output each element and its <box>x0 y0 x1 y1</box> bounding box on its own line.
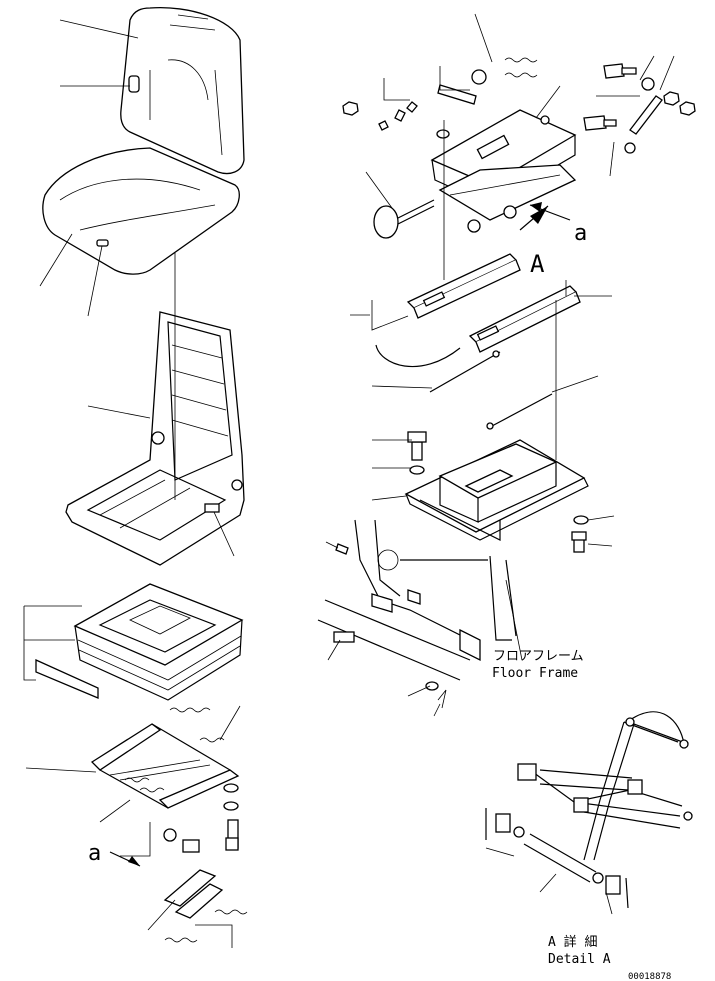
seat-slide-adjuster <box>430 109 577 233</box>
seat-cushion <box>42 147 240 275</box>
leader-lines-left <box>25 19 241 931</box>
floor-frame-label-en: Floor Frame <box>492 666 578 681</box>
detail-a-linkage <box>485 711 693 915</box>
backrest-cushion <box>120 6 245 175</box>
slide-parts <box>163 869 248 948</box>
floor-frame-label-jp: フロアフレーム <box>493 649 584 664</box>
view-label-a-left: a <box>88 841 101 866</box>
seat-frame <box>65 253 245 566</box>
detail-label-en: Detail A <box>548 952 611 967</box>
detail-arrow-a: A a <box>519 202 587 278</box>
figure-number: 00018878 <box>628 972 671 981</box>
detail-label-jp: A 詳 細 <box>548 934 597 950</box>
floor-frame <box>317 519 523 709</box>
suspension-bellows <box>23 583 244 701</box>
view-label-a-right: a <box>574 221 587 246</box>
detail-marker-a: A <box>530 250 545 278</box>
seat-mount-plate <box>404 393 589 553</box>
suspension-mechanism <box>90 707 240 853</box>
leader-lines-right <box>325 13 675 717</box>
slide-rails <box>375 120 581 460</box>
view-arrow-a-left: a <box>88 841 141 867</box>
height-adjust-knob <box>373 199 435 239</box>
